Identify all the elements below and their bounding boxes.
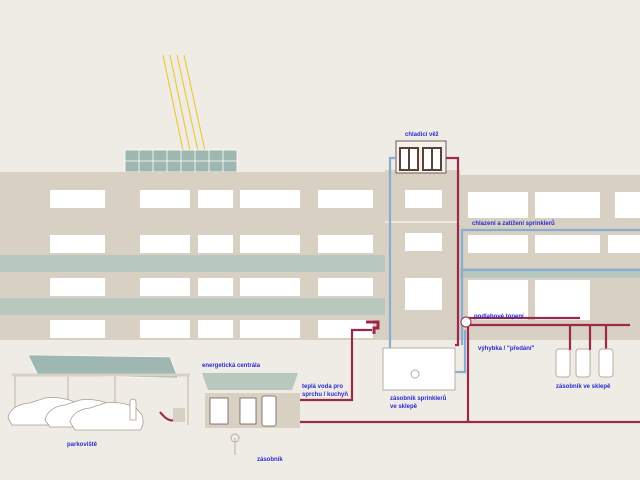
- label-energy-center: energetická centrála: [202, 363, 261, 369]
- cars: [7, 397, 144, 431]
- label-switch: výhybka / "předání": [478, 346, 535, 352]
- sprinkler-storage-tank: [382, 347, 456, 391]
- sun-rays: [162, 54, 208, 161]
- cold-pipes: [388, 156, 640, 374]
- label-parking: parkoviště: [67, 442, 98, 448]
- energy-center: [202, 373, 300, 455]
- roof-solar-panels: [124, 149, 238, 173]
- hot-pipes: [159, 156, 640, 424]
- label-cooling-sprinklers: chlazení a zatížení sprinklerů: [472, 220, 555, 227]
- label-basement-storage: zásobník ve sklepě: [556, 384, 611, 390]
- label-sprinkler-storage-2: ve sklepě: [390, 404, 418, 410]
- number-icon: [230, 433, 240, 443]
- switch-icon: [460, 316, 472, 328]
- label-cooling-tower: chladicí věž: [405, 132, 439, 138]
- label-floor-heating: podlahové topení: [474, 314, 524, 320]
- label-hot-water-1: teplá voda pro: [302, 384, 343, 390]
- faucet-icon: [366, 320, 380, 334]
- basement-storage-tanks: [555, 348, 614, 378]
- label-hot-water-2: sprchu / kuchyň: [302, 392, 348, 398]
- number-icon: [410, 369, 420, 379]
- windows: [50, 190, 640, 338]
- carport: [12, 354, 190, 425]
- label-sprinkler-storage-1: zásobník sprinklerů: [390, 395, 447, 402]
- cooling-tower: [395, 140, 447, 174]
- label-storage: zásobník: [257, 457, 283, 463]
